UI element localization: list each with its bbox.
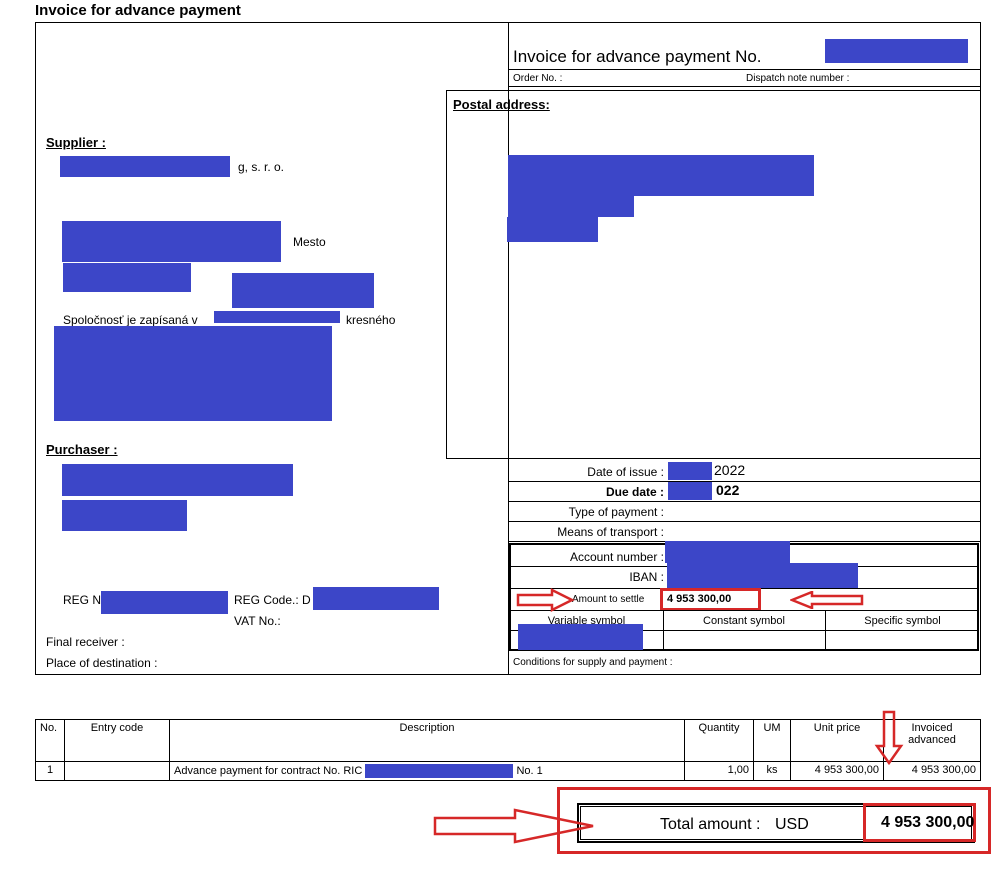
reg-code-redaction	[313, 587, 439, 610]
type-of-payment-label: Type of payment :	[568, 505, 664, 519]
postal-address-box	[446, 90, 981, 459]
supplier-registration-redaction	[214, 311, 340, 323]
final-receiver-label: Final receiver :	[46, 635, 125, 649]
left-arrow-icon	[790, 591, 864, 609]
due-date-value: 022	[716, 482, 740, 498]
invoice-number-redaction	[825, 39, 968, 63]
table-row: 1 Advance payment for contract No. RIC N…	[35, 761, 981, 781]
row-entry-code	[64, 761, 170, 781]
divider	[508, 521, 981, 522]
iban-redaction	[667, 563, 858, 588]
purchaser-address-redaction	[62, 500, 187, 531]
supplier-details-redaction	[54, 326, 332, 421]
supplier-registration-prefix: Spoločnosť je zapísaná v	[63, 313, 198, 327]
header-um: UM	[753, 719, 791, 762]
supplier-city: Mesto	[293, 235, 326, 249]
column-divider	[508, 22, 509, 675]
row-quantity: 1,00	[684, 761, 754, 781]
invoice-number-title: Invoice for advance payment No.	[513, 47, 762, 66]
reg-no-redaction	[101, 591, 228, 614]
header-invoiced-advanced: Invoiced advanced	[883, 719, 981, 762]
dispatch-note-label: Dispatch note number :	[746, 73, 850, 84]
purchaser-name-redaction	[62, 464, 293, 496]
page-title: Invoice for advance payment	[35, 2, 241, 19]
supplier-redaction-3	[63, 263, 191, 292]
table-header-row: No. Entry code Description Quantity UM U…	[35, 719, 981, 762]
header-entry-code: Entry code	[64, 719, 170, 762]
right-arrow-icon	[433, 808, 594, 844]
reg-code-label: REG Code.: D	[234, 593, 311, 607]
supplier-label: Supplier :	[46, 135, 106, 150]
supplier-name-suffix: g, s. r. o.	[238, 160, 285, 174]
account-number-redaction	[665, 541, 790, 563]
divider	[510, 610, 979, 611]
reg-no-label: REG N	[63, 593, 102, 607]
row-um: ks	[753, 761, 791, 781]
specific-symbol-label: Specific symbol	[864, 615, 941, 627]
iban-label: IBAN :	[629, 570, 664, 584]
constant-symbol-label: Constant symbol	[703, 615, 785, 627]
postal-redaction-1	[508, 155, 814, 196]
row-unit-price: 4 953 300,00	[790, 761, 884, 781]
variable-symbol-redaction	[518, 624, 643, 650]
header-no: No.	[35, 719, 65, 762]
date-of-issue-label: Date of issue :	[587, 465, 664, 479]
divider	[508, 86, 981, 87]
means-of-transport-label: Means of transport :	[557, 525, 664, 539]
divider	[508, 501, 981, 502]
row-description: Advance payment for contract No. RIC No.…	[169, 761, 685, 781]
date-of-issue-redaction	[668, 462, 712, 480]
due-date-label: Due date :	[605, 485, 664, 499]
divider	[510, 630, 979, 631]
header-description: Description	[169, 719, 685, 762]
postal-address-label: Postal address:	[453, 97, 550, 112]
vat-label: VAT No.:	[234, 614, 281, 628]
header-quantity: Quantity	[684, 719, 754, 762]
total-amount-value: 4 953 300,00	[881, 814, 975, 831]
down-arrow-icon	[874, 710, 904, 766]
conditions-label: Conditions for supply and payment :	[513, 657, 673, 668]
header-unit-price: Unit price	[790, 719, 884, 762]
row-description-suffix: No. 1	[516, 764, 543, 777]
supplier-address-redaction	[62, 221, 281, 262]
supplier-redaction-4	[232, 273, 374, 308]
row-no: 1	[35, 761, 65, 781]
supplier-registration-suffix: kresného	[346, 313, 396, 327]
supplier-name-redaction	[60, 156, 230, 177]
order-no-label: Order No. :	[513, 73, 563, 84]
total-currency: USD	[775, 816, 809, 833]
right-arrow-icon	[516, 588, 575, 612]
account-number-label: Account number :	[569, 550, 664, 564]
items-table: No. Entry code Description Quantity UM U…	[35, 719, 981, 781]
divider	[508, 481, 981, 482]
total-amount-label: Total amount :	[660, 816, 761, 833]
due-date-redaction	[668, 482, 712, 500]
date-of-issue-value: 2022	[714, 462, 746, 478]
row-invoiced: 4 953 300,00	[883, 761, 981, 781]
destination-label: Place of destination :	[46, 656, 158, 670]
amount-to-settle-value: 4 953 300,00	[667, 593, 732, 605]
contract-number-redaction	[365, 764, 514, 778]
total-highlight-box	[557, 787, 991, 854]
purchaser-label: Purchaser :	[46, 442, 118, 457]
divider	[508, 69, 981, 70]
total-value-highlight	[863, 803, 976, 842]
amount-highlight-box	[660, 588, 761, 611]
postal-redaction-3	[507, 217, 598, 242]
postal-redaction-2	[508, 193, 634, 217]
amount-to-settle-label: Amount to settle	[572, 594, 645, 605]
row-description-prefix: Advance payment for contract No. RIC	[174, 764, 363, 777]
